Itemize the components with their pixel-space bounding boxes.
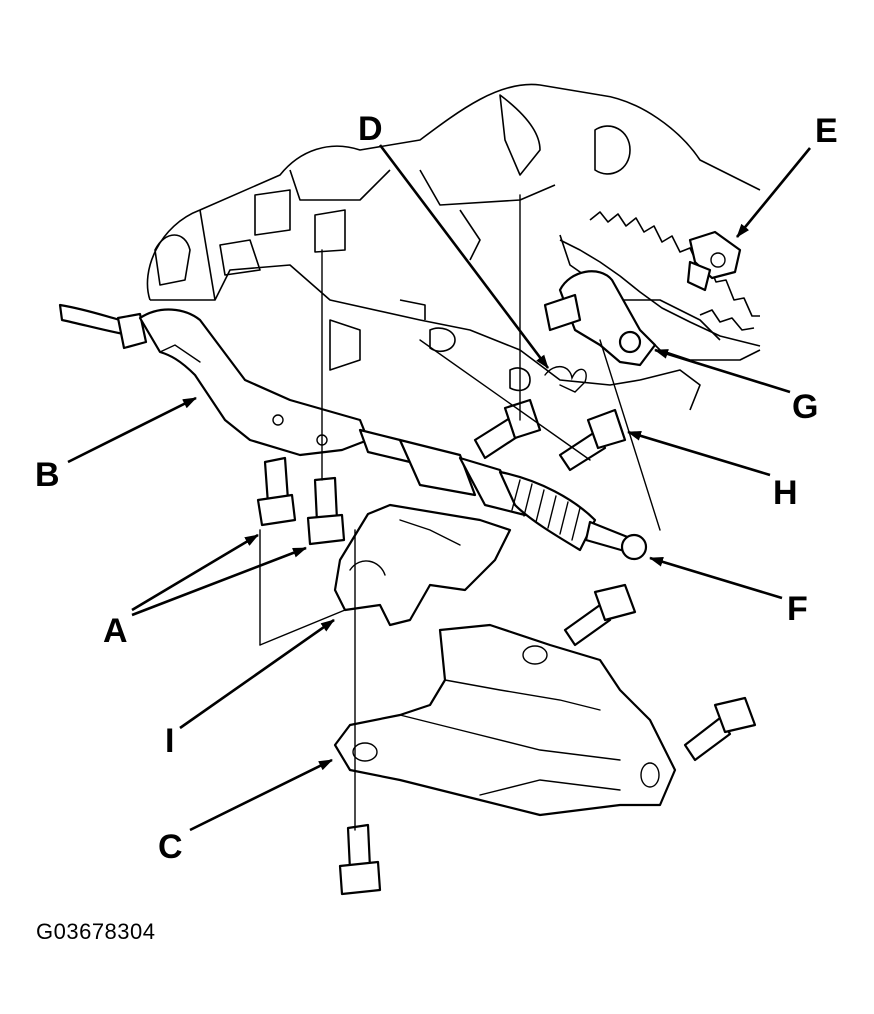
callout-b: B <box>35 456 60 494</box>
transmission-housing <box>146 83 761 411</box>
cable-bracket <box>138 308 370 457</box>
callout-e: E <box>815 112 838 150</box>
cable-holder-bracket <box>333 503 512 627</box>
callout-a: A <box>103 612 128 650</box>
callout-g: G <box>792 388 819 426</box>
cable-end-assembly <box>358 428 648 561</box>
transmission-mount-bracket <box>333 623 677 817</box>
callout-i: I <box>165 722 175 760</box>
alignment-lines <box>259 194 661 831</box>
callout-f: F <box>787 590 808 628</box>
lock-clip <box>544 366 587 393</box>
leader-lines <box>67 144 812 832</box>
callout-h: H <box>773 474 798 512</box>
callout-c: C <box>158 828 183 866</box>
shift-lever <box>543 270 657 367</box>
pin <box>686 230 742 292</box>
bolt-a-left <box>256 456 297 527</box>
bolt-c-right <box>683 696 757 762</box>
shift-cable <box>58 303 148 350</box>
bolt-a-right <box>306 476 346 546</box>
bolt-h-left <box>473 398 542 460</box>
bolt-c-bottom <box>338 823 382 896</box>
rack-gear <box>559 211 761 347</box>
bolt-c-upper <box>563 583 637 647</box>
bolt-h-right <box>558 408 627 472</box>
figure-id: G03678304 <box>36 919 156 944</box>
callout-d: D <box>358 110 383 148</box>
